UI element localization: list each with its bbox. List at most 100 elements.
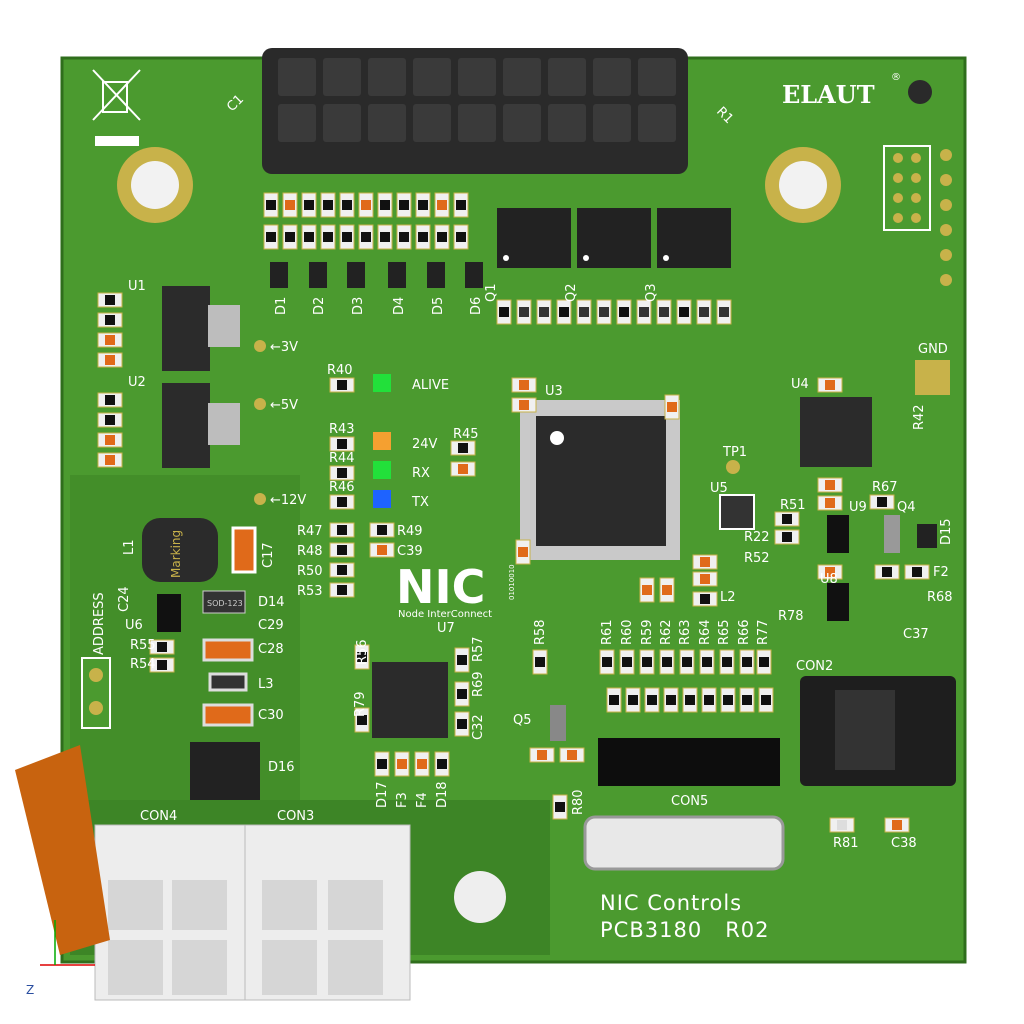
- smd-body: [266, 200, 276, 210]
- silkscreen-label: R69: [471, 671, 486, 697]
- smd-body: [456, 200, 466, 210]
- smd-body: [518, 547, 528, 557]
- test-pad: [940, 199, 952, 211]
- smd-body: [105, 435, 115, 445]
- silkscreen-label: ADDRESS: [92, 592, 107, 655]
- smd-body: [105, 455, 115, 465]
- prog-header: [883, 145, 931, 231]
- smd-body: [761, 695, 771, 705]
- smd-body: [437, 232, 447, 242]
- mosfet: [497, 208, 571, 268]
- smd-body: [285, 232, 295, 242]
- smd-body: [458, 443, 468, 453]
- cap-c17: [231, 526, 257, 574]
- silkscreen-label: D3: [351, 297, 366, 315]
- diode: [347, 262, 365, 288]
- led-alive: [373, 374, 391, 392]
- connector-con4: [94, 824, 246, 1001]
- smd-body: [723, 695, 733, 705]
- smd-body: [337, 525, 347, 535]
- silkscreen-label: R44: [329, 451, 355, 466]
- smd-body: [659, 307, 669, 317]
- silkscreen-label: ←3V: [270, 340, 298, 355]
- silkscreen-label: R53: [297, 584, 323, 599]
- board-title: NIC Controls: [600, 891, 742, 915]
- smd-body: [323, 232, 333, 242]
- pin1-dot: [503, 255, 509, 261]
- address-pin: [89, 701, 103, 715]
- smd-body: [679, 307, 689, 317]
- led-24v: [373, 432, 391, 450]
- smd-body: [825, 380, 835, 390]
- nic-logo-binary: 01010010: [508, 564, 516, 600]
- smd-body: [105, 335, 115, 345]
- silkscreen-label: R62: [659, 619, 674, 645]
- smd-body: [437, 200, 447, 210]
- smd-body: [337, 380, 347, 390]
- smd-body: [702, 657, 712, 667]
- smd-body: [700, 594, 710, 604]
- header-pin: [893, 173, 903, 183]
- silkscreen-label: GND: [918, 342, 948, 357]
- mosfet: [577, 208, 651, 268]
- smd-body: [105, 395, 115, 405]
- test-pad: [940, 224, 952, 236]
- silkscreen-label: R42: [912, 404, 927, 430]
- silkscreen-label: R57: [471, 636, 486, 662]
- silkscreen-label: R56: [355, 639, 370, 665]
- header-pin-cell: [368, 58, 406, 96]
- smd-body: [458, 464, 468, 474]
- silkscreen-label: L3: [258, 677, 274, 692]
- inductor-marking: Marking: [169, 530, 183, 578]
- silkscreen-label: F3: [395, 792, 410, 808]
- smd-body: [700, 557, 710, 567]
- smd-body: [105, 295, 115, 305]
- header-pin-cell: [413, 58, 451, 96]
- diode: [388, 262, 406, 288]
- smd-body: [418, 232, 428, 242]
- silkscreen-label: R48: [297, 544, 323, 559]
- smd-body: [599, 307, 609, 317]
- brand-logo: ELAUT: [782, 80, 875, 109]
- header-pin-cell: [413, 104, 451, 142]
- brand-registered: ®: [891, 72, 901, 83]
- smd-body: [647, 695, 657, 705]
- smd-body: [742, 695, 752, 705]
- silkscreen-label: L1: [122, 539, 137, 555]
- smd-body: [609, 695, 619, 705]
- header-pin-cell: [368, 104, 406, 142]
- smd-body: [742, 657, 752, 667]
- silkscreen-label: U9: [849, 500, 867, 515]
- silkscreen-label: D15: [939, 518, 954, 545]
- smd-body: [619, 307, 629, 317]
- header-pin-cell: [458, 58, 496, 96]
- silkscreen-label: D2: [312, 297, 327, 315]
- header-pin-cell: [638, 58, 676, 96]
- smd-body: [912, 567, 922, 577]
- header-pin-cell: [548, 104, 586, 142]
- smd-body: [342, 200, 352, 210]
- smd-body: [105, 355, 115, 365]
- silkscreen-label: CON5: [671, 794, 708, 809]
- smd-body: [639, 307, 649, 317]
- ic-u8: [827, 583, 849, 621]
- smd-body: [361, 232, 371, 242]
- regulator-u2: [162, 383, 210, 468]
- silkscreen-label: R81: [833, 836, 859, 851]
- silkscreen-label: C39: [397, 544, 423, 559]
- header-pin-cell: [458, 104, 496, 142]
- ic-u4: [800, 397, 872, 467]
- silkscreen-label: U7: [437, 621, 455, 636]
- header-pin-cell: [323, 58, 361, 96]
- connector-con5: [598, 738, 780, 786]
- smd-body: [380, 232, 390, 242]
- smd-body: [342, 232, 352, 242]
- silkscreen-label: U3: [545, 384, 563, 399]
- silkscreen-label: R47: [297, 524, 323, 539]
- silkscreen-label: R78: [778, 609, 804, 624]
- smd-body: [662, 657, 672, 667]
- led-rx: [373, 461, 391, 479]
- test-point-5v: [254, 398, 266, 410]
- smd-body: [782, 514, 792, 524]
- cap-l3: [208, 672, 248, 692]
